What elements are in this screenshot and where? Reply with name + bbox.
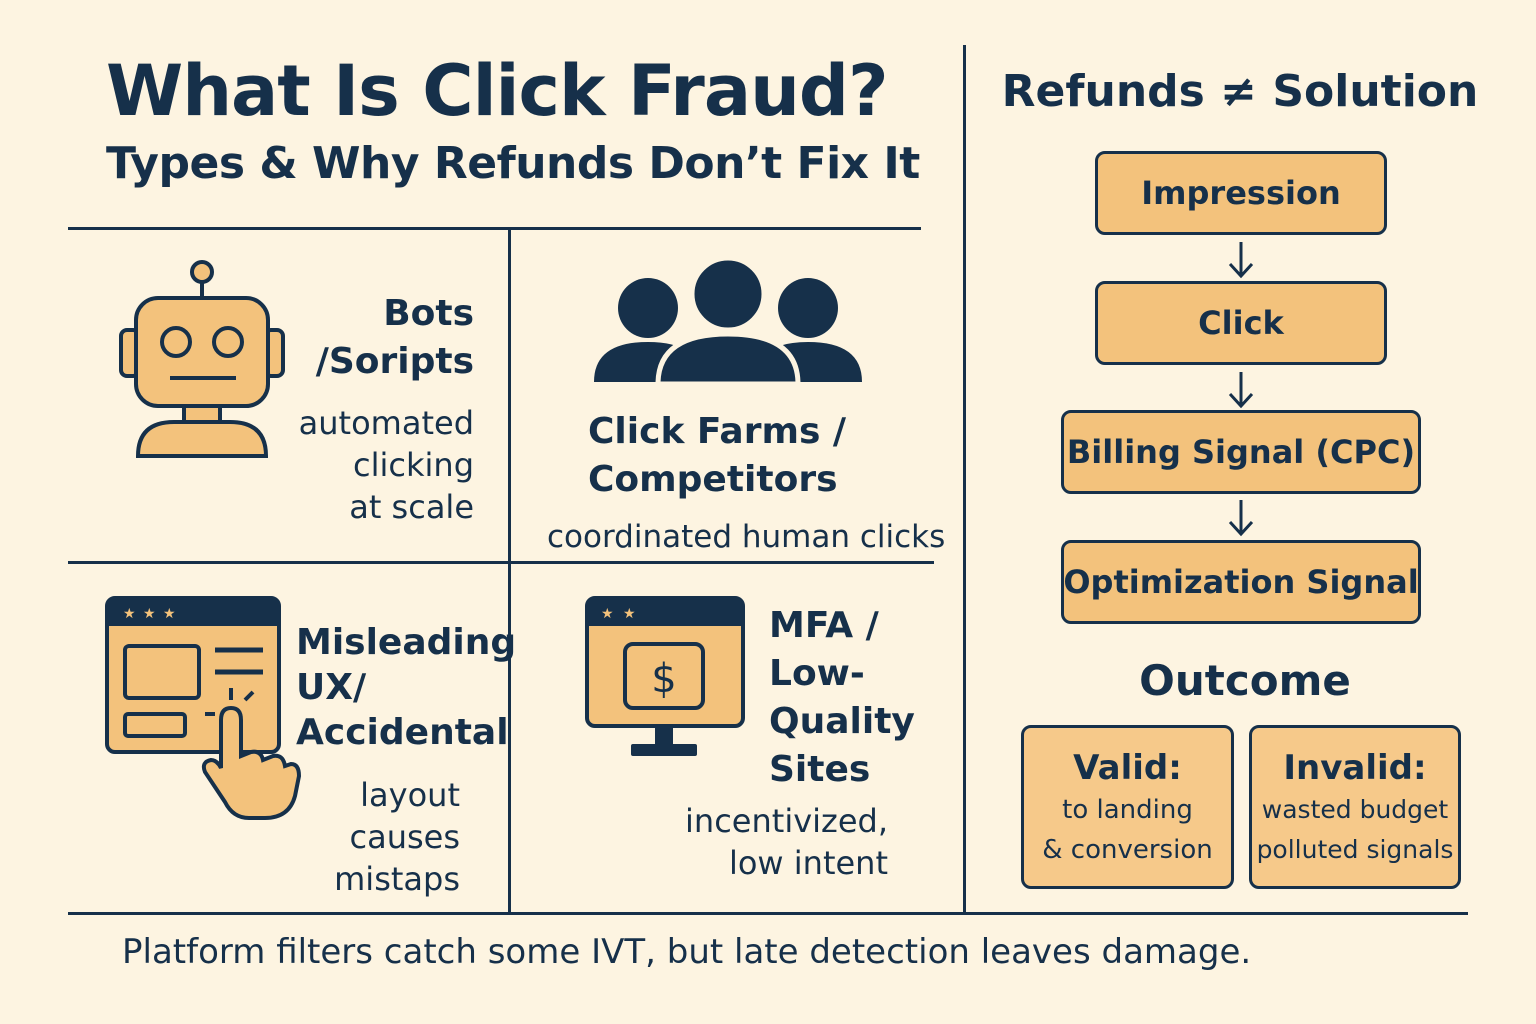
flow-step-click: Click: [1095, 281, 1387, 365]
divider-footer: [68, 912, 1468, 915]
page-title: What Is Click Fraud?: [106, 50, 889, 132]
page-subtitle: Types & Why Refunds Don’t Fix It: [106, 138, 920, 189]
robot-icon: [119, 260, 285, 458]
svg-text:$: $: [651, 656, 676, 702]
arrow-down-icon: [1228, 372, 1254, 409]
divider-middle: [68, 561, 934, 564]
type-ux-desc: layout causes mistaps: [334, 776, 460, 898]
type-mfa-title: MFA / Low- Quality Sites: [769, 605, 915, 790]
outcome-invalid-box: Invalid: wasted budget polluted signals: [1249, 725, 1461, 889]
people-group-icon: [594, 255, 862, 387]
type-clickfarms-desc: coordinated human clicks: [547, 519, 946, 555]
type-bots-title: Bots /Soripts: [315, 293, 474, 382]
footer-note: Platform filters catch some IVT, but lat…: [122, 932, 1252, 972]
browser-tap-icon: ★ ★ ★: [105, 596, 302, 820]
flow-title: Refunds ≠ Solution: [1001, 66, 1479, 117]
svg-text:★: ★: [123, 606, 136, 622]
type-ux-title: Misleading UX/ Accidental: [296, 622, 517, 753]
type-mfa-desc: incentivized, low intent: [685, 802, 888, 882]
svg-text:★: ★: [623, 606, 636, 622]
svg-text:★: ★: [143, 606, 156, 622]
outcome-invalid-head: Invalid:: [1283, 748, 1427, 788]
monitor-dollar-icon: ★ ★ $: [585, 596, 745, 756]
divider-vertical-right: [963, 45, 966, 913]
divider-header: [68, 227, 921, 230]
outcome-valid-box: Valid: to landing & conversion: [1021, 725, 1234, 889]
outcome-valid-head: Valid:: [1073, 748, 1182, 788]
arrow-down-icon: [1228, 242, 1254, 279]
type-bots-desc: automated clicking at scale: [298, 404, 474, 526]
flow-step-impression: Impression: [1095, 151, 1387, 235]
type-clickfarms-title: Click Farms / Competitors: [588, 411, 847, 500]
svg-text:★: ★: [601, 606, 614, 622]
outcome-label: Outcome: [1139, 656, 1351, 705]
flow-step-optimization: Optimization Signal: [1061, 540, 1421, 624]
svg-text:★: ★: [163, 606, 176, 622]
flow-step-billing: Billing Signal (CPC): [1061, 410, 1421, 494]
arrow-down-icon: [1228, 500, 1254, 537]
divider-vertical-left: [508, 229, 511, 913]
